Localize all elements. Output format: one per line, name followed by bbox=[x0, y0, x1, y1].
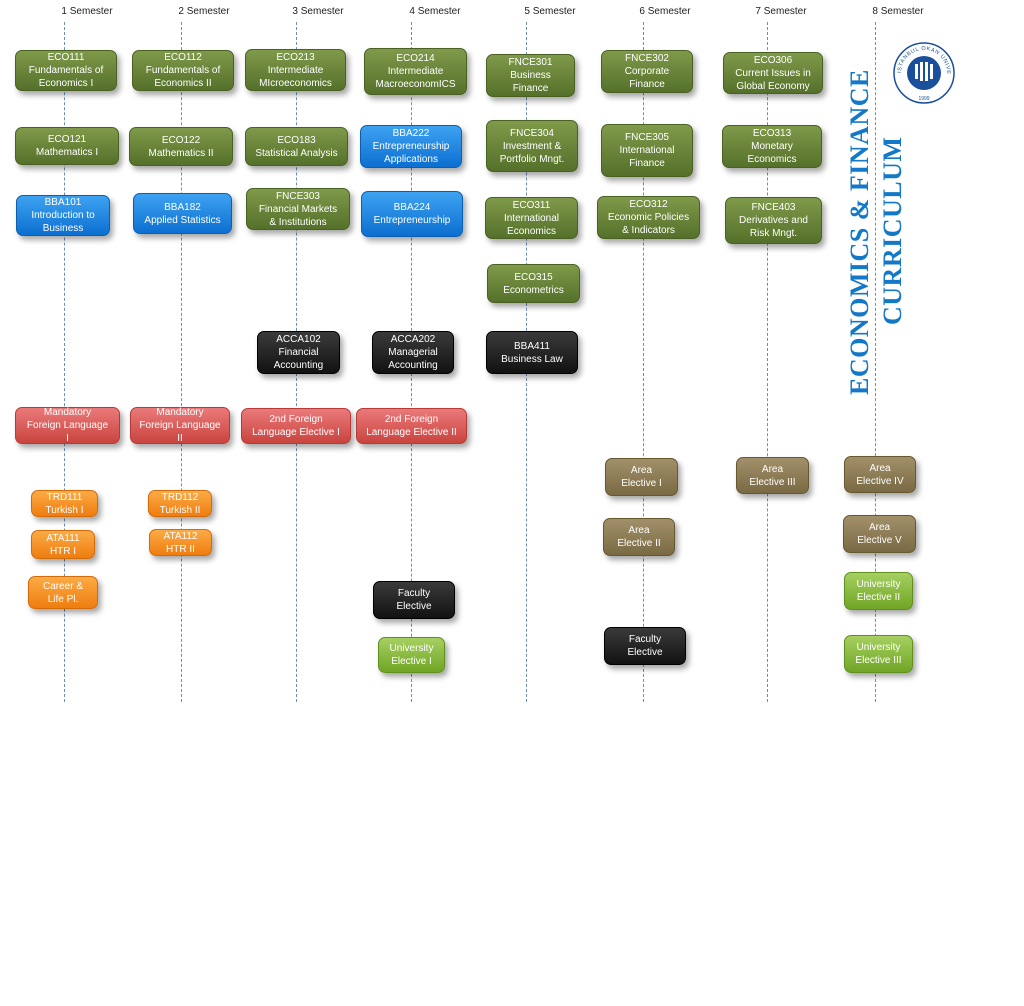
course-box-bba411: BBA411 Business Law bbox=[486, 331, 578, 374]
semester-label-7: 7 Semester bbox=[755, 6, 807, 17]
course-box-foreign-language-2: Mandatory Foreign Language II bbox=[130, 407, 230, 444]
semester-label-2: 2 Semester bbox=[178, 6, 230, 17]
course-box-career-life: Career & Life Pl. bbox=[28, 576, 98, 609]
semester-line-6 bbox=[643, 22, 644, 702]
semester-label-6: 6 Semester bbox=[639, 6, 691, 17]
course-box-area-elective-1: Area Elective I bbox=[605, 458, 678, 496]
semester-label-8: 8 Semester bbox=[872, 6, 924, 17]
course-box-acca202: ACCA202 Managerial Accounting bbox=[372, 331, 454, 374]
course-box-eco315: ECO315 Econometrics bbox=[487, 264, 580, 303]
course-box-fnce303: FNCE303 Financial Markets & Institutions bbox=[246, 188, 350, 230]
semester-line-1 bbox=[64, 22, 65, 702]
course-box-fnce301: FNCE301 Business Finance bbox=[486, 54, 575, 97]
course-box-bba222: BBA222 Entrepreneurship Applications bbox=[360, 125, 462, 168]
course-box-area-elective-5: Area Elective V bbox=[843, 515, 916, 553]
course-box-eco213: ECO213 Intermediate MIcroeconomics bbox=[245, 49, 346, 91]
course-box-eco111: ECO111 Fundamentals of Economics I bbox=[15, 50, 117, 91]
course-box-eco183: ECO183 Statistical Analysis bbox=[245, 127, 348, 166]
course-box-eco311: ECO311 International Economics bbox=[485, 197, 578, 239]
course-box-area-elective-4: Area Elective IV bbox=[844, 456, 916, 493]
course-box-eco121: ECO121 Mathematics I bbox=[15, 127, 119, 165]
course-box-bba182: BBA182 Applied Statistics bbox=[133, 193, 232, 234]
curriculum-title-line-1: ECONOMICS & FINANCE bbox=[845, 69, 874, 395]
course-box-area-elective-3: Area Elective III bbox=[736, 457, 809, 494]
course-box-ata111: ATA111 HTR I bbox=[31, 530, 95, 559]
curriculum-title-line-2: CURRICULUM bbox=[878, 136, 907, 325]
course-box-eco313: ECO313 Monetary Economics bbox=[722, 125, 822, 168]
semester-label-4: 4 Semester bbox=[409, 6, 461, 17]
course-box-fnce305: FNCE305 International Finance bbox=[601, 124, 693, 177]
course-box-trd111: TRD111 Turkish I bbox=[31, 490, 98, 517]
course-box-foreign-language-1: Mandatory Foreign Language I bbox=[15, 407, 120, 444]
seal-year: 1999 bbox=[918, 96, 929, 102]
course-box-eco306: ECO306 Current Issues in Global Economy bbox=[723, 52, 823, 94]
course-box-fnce304: FNCE304 Investment & Portfolio Mngt. bbox=[486, 120, 578, 172]
course-box-university-elective-1: University Elective I bbox=[378, 637, 445, 673]
course-box-trd112: TRD112 Turkish II bbox=[148, 490, 212, 517]
semester-line-2 bbox=[181, 22, 182, 702]
semester-line-8 bbox=[875, 22, 876, 702]
course-box-bba101: BBA101 Introduction to Business bbox=[16, 195, 110, 236]
semester-label-3: 3 Semester bbox=[292, 6, 344, 17]
course-box-foreign-elective-1: 2nd Foreign Language Elective I bbox=[241, 408, 351, 444]
course-box-eco112: ECO112 Fundamentals of Economics II bbox=[132, 50, 234, 91]
course-box-university-elective-3: University Elective III bbox=[844, 635, 913, 673]
semester-label-5: 5 Semester bbox=[524, 6, 576, 17]
course-box-eco214: ECO214 Intermediate MacroeconomICS bbox=[364, 48, 467, 95]
semester-line-7 bbox=[767, 22, 768, 702]
course-box-faculty-elective-6: Faculty Elective bbox=[604, 627, 686, 665]
course-box-eco122: ECO122 Mathematics II bbox=[129, 127, 233, 166]
course-box-foreign-elective-2: 2nd Foreign Language Elective II bbox=[356, 408, 467, 444]
course-box-acca102: ACCA102 Financial Accounting bbox=[257, 331, 340, 374]
course-box-fnce403: FNCE403 Derivatives and Risk Mngt. bbox=[725, 197, 822, 244]
course-box-fnce302: FNCE302 Corporate Finance bbox=[601, 50, 693, 93]
course-box-bba224: BBA224 Entrepreneurship bbox=[361, 191, 463, 237]
course-box-area-elective-2: Area Elective II bbox=[603, 518, 675, 556]
course-box-ata112: ATA112 HTR II bbox=[149, 529, 212, 556]
semester-label-1: 1 Semester bbox=[61, 6, 113, 17]
course-box-eco312: ECO312 Economic Policies & Indicators bbox=[597, 196, 700, 239]
university-seal-icon: ISTANBUL OKAN UNIVERSITY 1999 bbox=[893, 40, 955, 104]
course-box-university-elective-2: University Elective II bbox=[844, 572, 913, 610]
course-box-faculty-elective-4: Faculty Elective bbox=[373, 581, 455, 619]
